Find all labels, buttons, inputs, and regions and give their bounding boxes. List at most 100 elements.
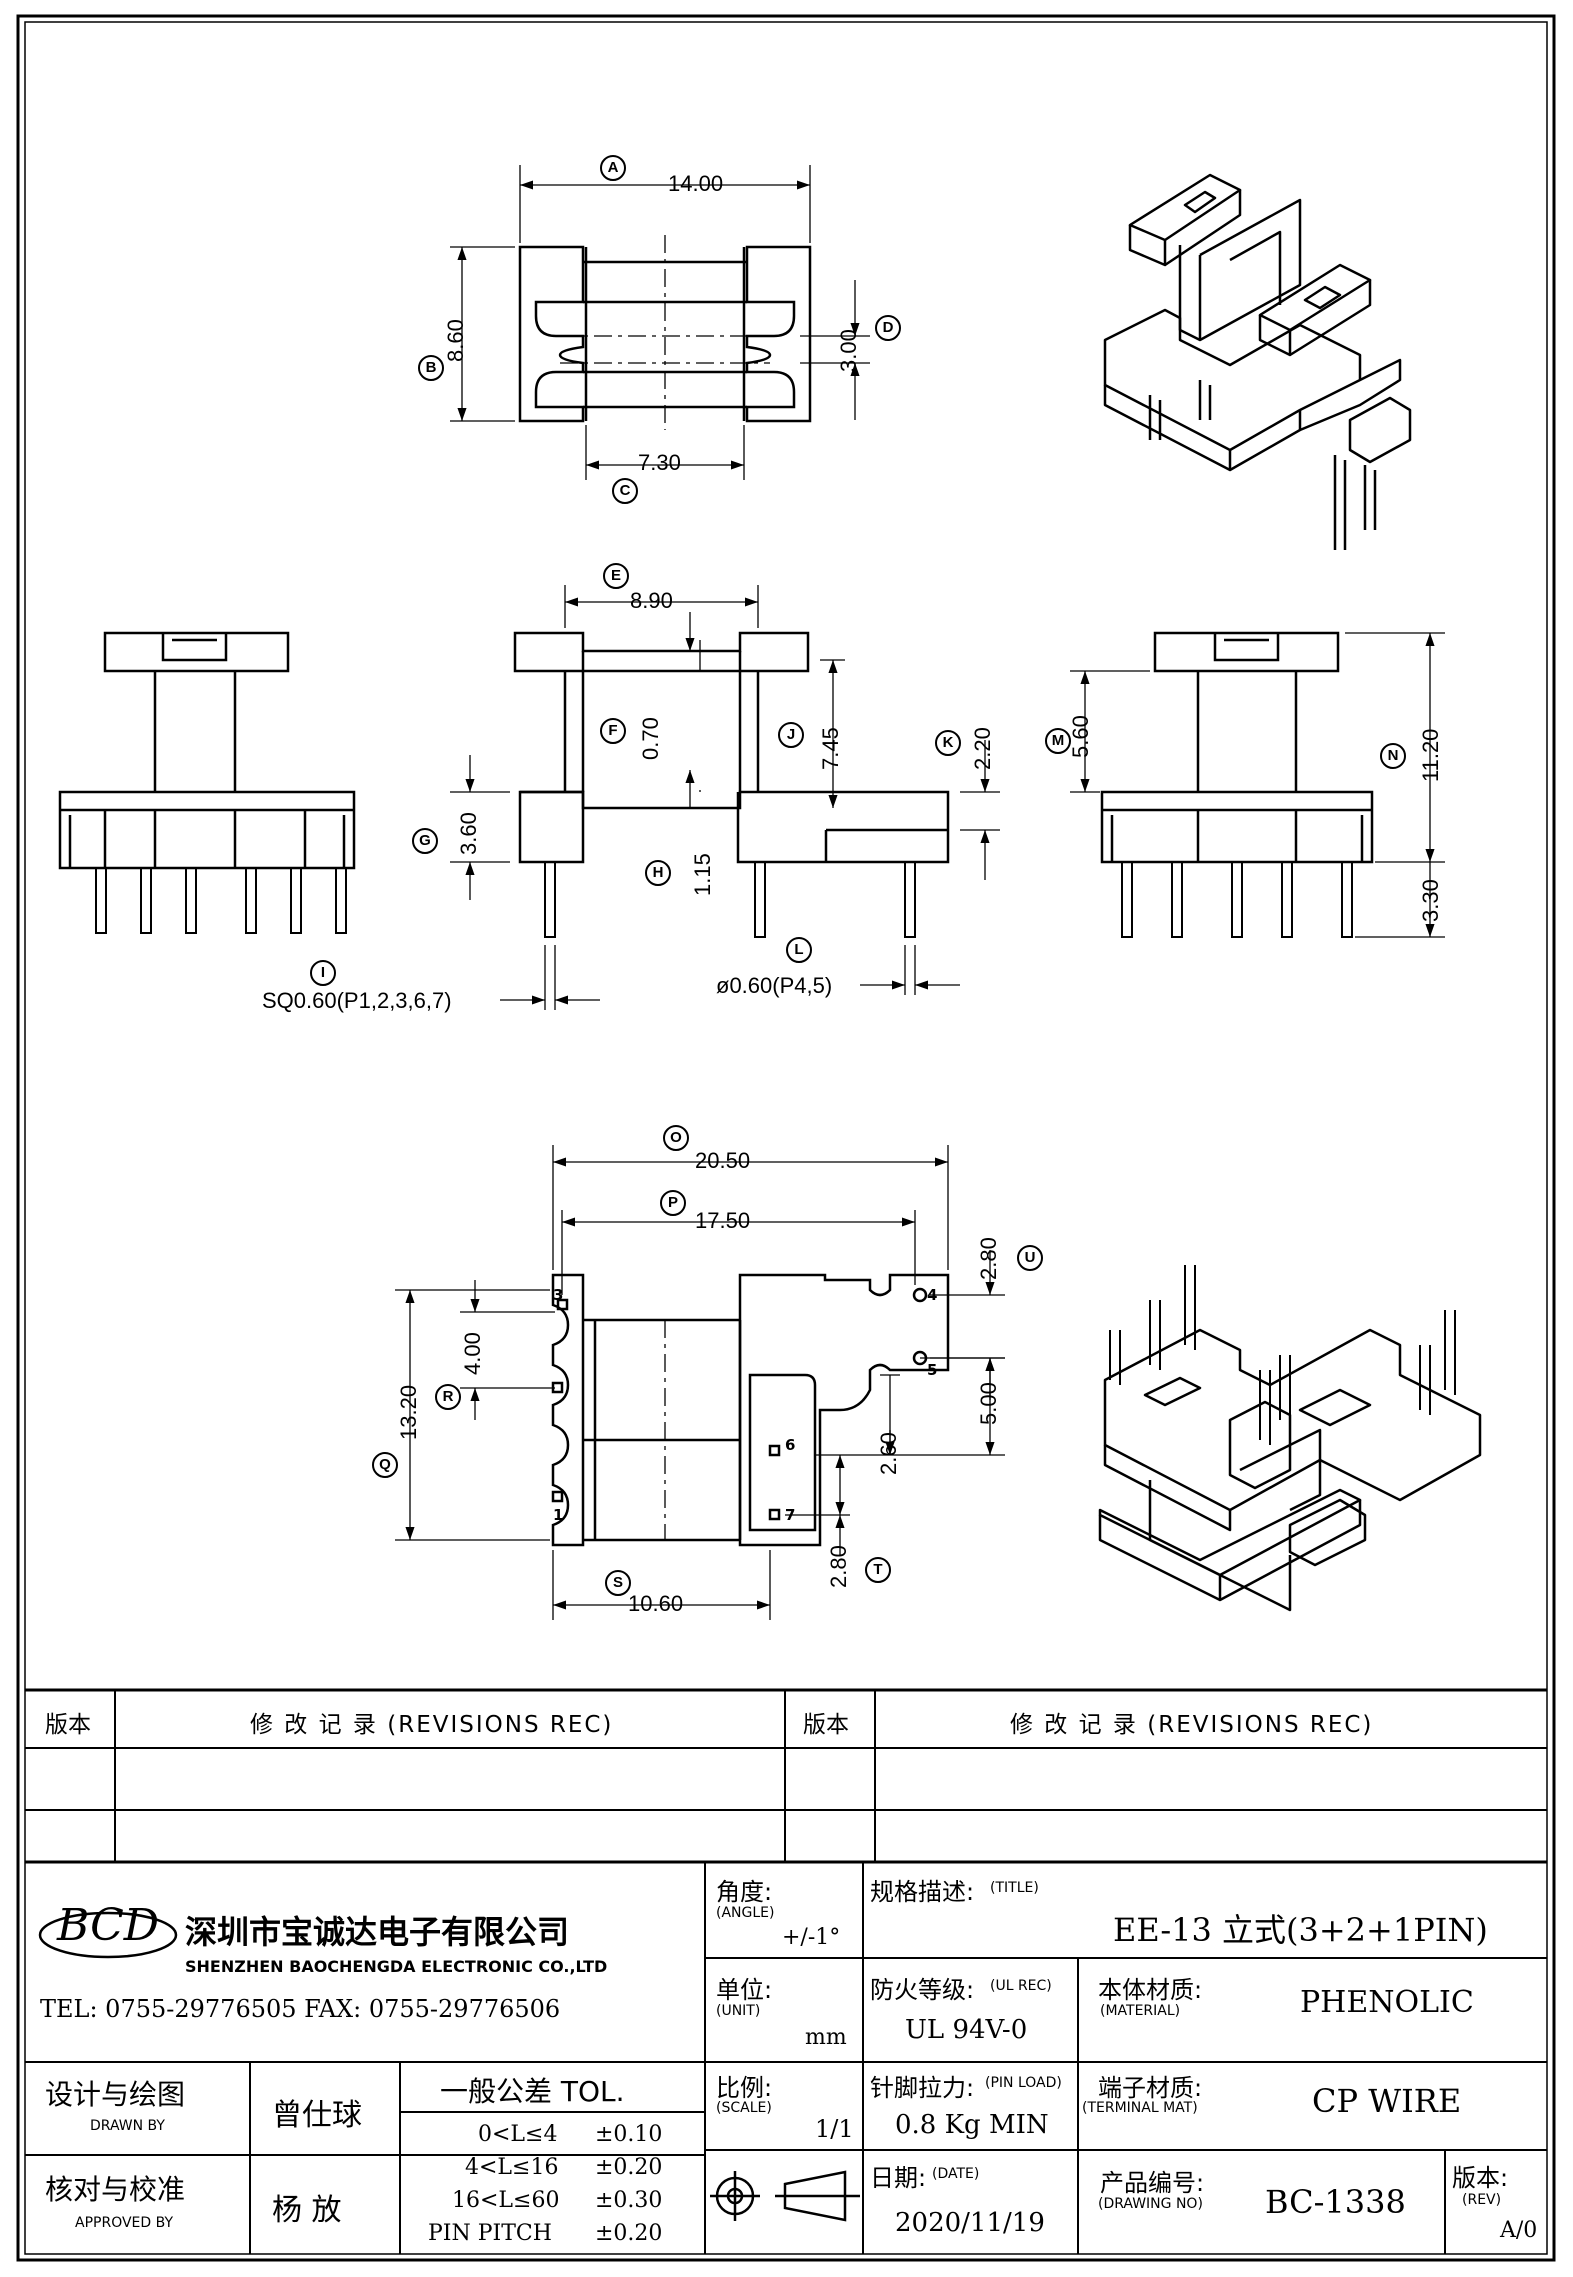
pinload-label: 针脚拉力:	[870, 2074, 975, 2102]
material-label: 本体材质:	[1098, 1976, 1203, 2004]
pinload-value: 0.8 Kg MIN	[895, 2110, 1049, 2140]
pin-label-1: 1	[553, 1506, 563, 1524]
ul-value: UL 94V-0	[905, 2015, 1028, 2045]
dim-tag-q: Q	[372, 1452, 398, 1478]
approved-label-en: APPROVED BY	[75, 2215, 174, 2231]
dim-value-l: ø0.60(P4,5)	[716, 973, 833, 998]
svg-text:BCD: BCD	[56, 1900, 159, 1951]
dim-value-v2: 2.60	[876, 1432, 901, 1475]
scale-label-en: (SCALE)	[716, 2100, 772, 2116]
angle-value: +/-1°	[782, 1925, 841, 1950]
title-value: EE-13 立式(3+2+1PIN)	[1113, 1911, 1488, 1949]
iso-view-top	[1103, 173, 1412, 550]
projection-symbol-icon	[710, 2170, 860, 2222]
unit-label: 单位:	[716, 1976, 773, 2004]
dim-value-d: 3.00	[836, 329, 861, 372]
drawn-value: 曾仕球	[272, 2098, 362, 2133]
left-elevation	[58, 631, 356, 934]
rev-header-col4: 修 改 记 录 (REVISIONS REC)	[1010, 1712, 1374, 1738]
pin-label-3: 3	[553, 1286, 563, 1304]
dim-value-p: 17.50	[695, 1208, 751, 1233]
top-view	[518, 235, 812, 430]
rev-label: 版本:	[1452, 2164, 1509, 2192]
right-elevation	[1100, 631, 1374, 938]
dim-value-r: 4.00	[460, 1332, 485, 1375]
dim-tag-h: H	[645, 860, 671, 886]
dim-tag-e: E	[603, 563, 629, 589]
tol-range-4: PIN PITCH	[428, 2221, 552, 2246]
dim-tag-a: A	[600, 155, 626, 181]
dim-value-j: 7.45	[818, 727, 843, 770]
dim-value-k: 2.20	[970, 727, 995, 770]
dim-tag-g: G	[412, 828, 438, 854]
dim-tag-s: S	[605, 1570, 631, 1596]
dim-value-h: 1.15	[690, 853, 715, 896]
dim-tag-f: F	[600, 718, 626, 744]
date-label-en: (DATE)	[932, 2166, 980, 2182]
terminal-value: CP WIRE	[1312, 2082, 1462, 2120]
drawn-label: 设计与绘图	[45, 2078, 186, 2111]
dim-value-n: 11.20	[1418, 728, 1443, 782]
dim-tag-t: T	[865, 1557, 891, 1583]
drawing-label: 产品编号:	[1100, 2169, 1205, 2197]
dim-value-i: SQ0.60(P1,2,3,6,7)	[262, 988, 452, 1013]
iso-view-bottom	[1098, 1265, 1482, 1612]
terminal-label-en: (TERMINAL MAT)	[1082, 2100, 1198, 2116]
unit-label-en: (UNIT)	[716, 2003, 761, 2019]
right-elevation-dims	[1070, 632, 1445, 938]
pinload-label-en: (PIN LOAD)	[985, 2075, 1062, 2091]
dim-value-q: 13.20	[396, 1384, 421, 1440]
dim-value-v1: 5.00	[976, 1382, 1001, 1425]
ul-label-en: (UL REC)	[990, 1978, 1052, 1994]
company-name-cn: 深圳市宝诚达电子有限公司	[185, 1913, 570, 1951]
title-label: 规格描述:	[870, 1878, 975, 1906]
tol-value-4: ±0.20	[595, 2221, 663, 2246]
ul-label: 防火等级:	[870, 1976, 975, 2004]
pin-label-5: 5	[927, 1361, 937, 1379]
rev-label-en: (REV)	[1462, 2192, 1502, 2208]
tol-range-2: 4<L≤16	[465, 2155, 559, 2180]
pin-label-6: 6	[785, 1436, 795, 1454]
dim-value-a: 14.00	[668, 171, 724, 196]
approved-value: 杨 放	[272, 2193, 342, 2228]
dim-value-s: 10.60	[628, 1591, 684, 1616]
angle-label: 角度:	[716, 1878, 773, 1906]
dim-value-t: 2.80	[826, 1545, 851, 1588]
dim-tag-d: D	[875, 315, 901, 341]
title-block-grid	[25, 1688, 1547, 2254]
title-label-en: (TITLE)	[990, 1880, 1039, 1896]
dim-value-o: 20.50	[695, 1148, 751, 1173]
sheet-inner-border	[24, 21, 1548, 2255]
rev-header-col2: 修 改 记 录 (REVISIONS REC)	[250, 1712, 614, 1738]
tol-range-1: 0<L≤4	[478, 2122, 558, 2147]
bottom-view-pin-labels: 3 1 4 5 6 7	[553, 1286, 937, 1524]
unit-value: mm	[805, 2025, 847, 2050]
dim-tag-n: N	[1380, 743, 1406, 769]
material-label-en: (MATERIAL)	[1100, 2003, 1181, 2019]
top-view-dims	[450, 165, 870, 480]
company-logo: BCD	[38, 1900, 178, 1959]
dim-tag-l: L	[786, 937, 812, 963]
rev-header-col1: 版本	[45, 1712, 91, 1738]
dim-tag-p: P	[660, 1190, 686, 1216]
scale-value: 1/1	[815, 2115, 854, 2143]
center-elevation-dims	[450, 585, 1000, 1010]
material-value: PHENOLIC	[1300, 1985, 1474, 2020]
company-contact: TEL: 0755-29776505 FAX: 0755-29776506	[40, 1995, 561, 2023]
dim-tag-i: I	[310, 960, 336, 986]
bottom-view-dims	[395, 1145, 1005, 1620]
dim-value-u: 2.80	[976, 1237, 1001, 1280]
terminal-label: 端子材质:	[1098, 2074, 1203, 2102]
drawing-label-en: (DRAWING NO)	[1098, 2196, 1203, 2212]
dim-value-e: 8.90	[630, 588, 673, 613]
dim-value-f: 0.70	[638, 717, 663, 760]
dim-tag-m: M	[1045, 728, 1071, 754]
bottom-view	[551, 1273, 950, 1547]
rev-header-col3: 版本	[803, 1712, 849, 1738]
dim-tag-c: C	[612, 478, 638, 504]
drawing-value: BC-1338	[1265, 2183, 1406, 2221]
tol-value-1: ±0.10	[595, 2122, 663, 2147]
tol-value-3: ±0.30	[595, 2188, 663, 2213]
company-name-en: SHENZHEN BAOCHENGDA ELECTRONIC CO.,LTD	[185, 1957, 608, 1976]
